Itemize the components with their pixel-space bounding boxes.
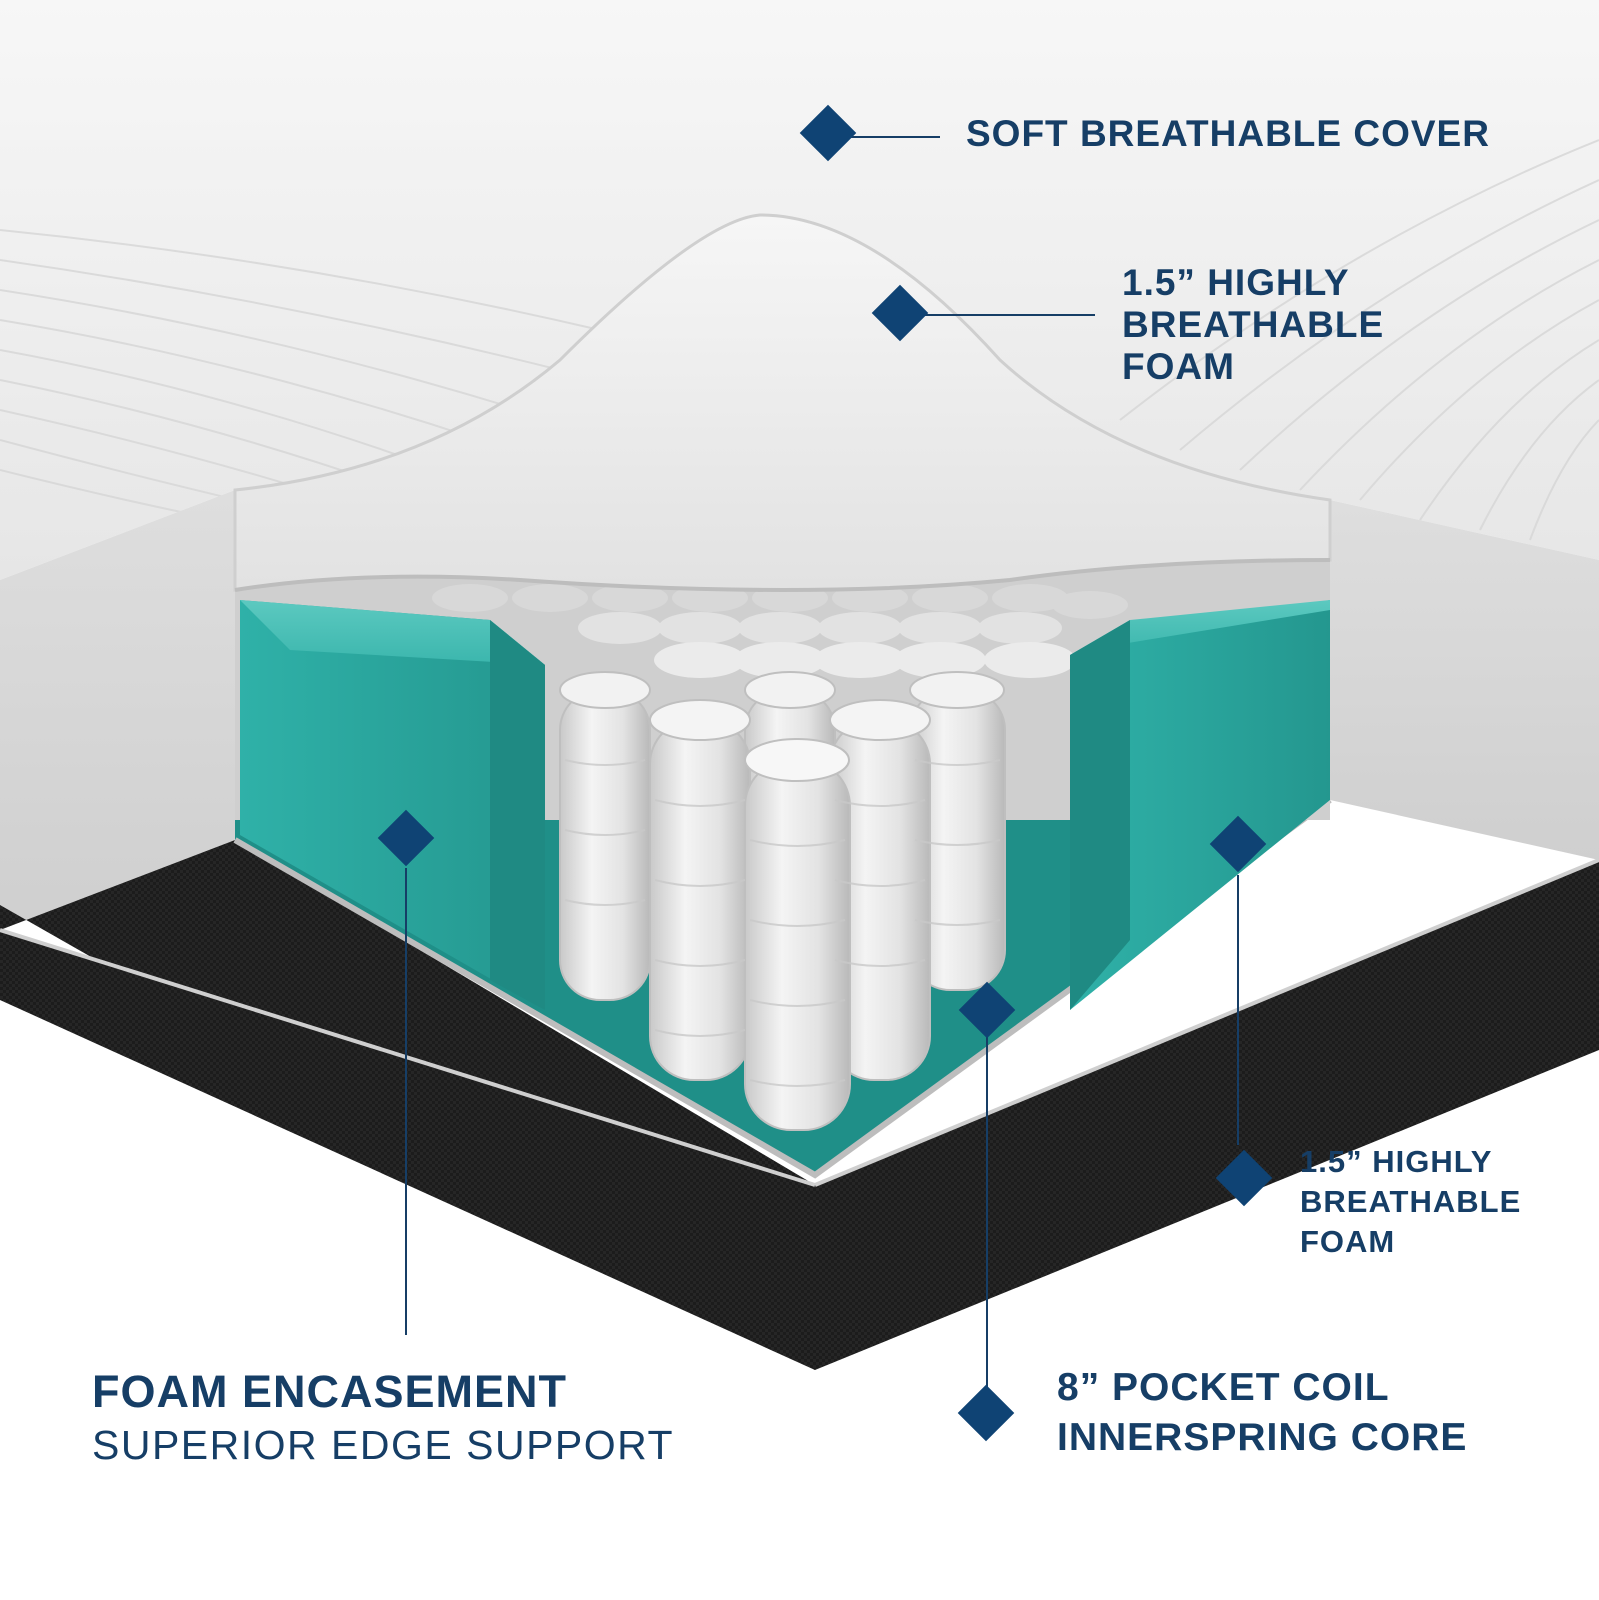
label-side-breathable-foam: 1.5” HIGHLY BREATHABLE FOAM xyxy=(1300,1142,1521,1262)
leader-lines xyxy=(405,136,1239,1395)
label-foam-encasement: FOAM ENCASEMENT SUPERIOR EDGE SUPPORT xyxy=(92,1365,674,1471)
foam-encasement-right xyxy=(1070,600,1330,1010)
label-line: SOFT BREATHABLE COVER xyxy=(966,113,1490,154)
diamond-marker-icon xyxy=(1215,1149,1273,1207)
peeled-foam-flap xyxy=(233,213,1332,592)
label-line: 1.5” HIGHLY xyxy=(1122,262,1350,303)
label-line: BREATHABLE xyxy=(1300,1184,1522,1219)
encasement-title: FOAM ENCASEMENT xyxy=(92,1366,567,1417)
label-pocket-coil-core: 8” POCKET COIL INNERSPRING CORE xyxy=(1057,1363,1467,1463)
diamond-marker-icon xyxy=(1209,815,1267,873)
label-line: FOAM xyxy=(1122,346,1235,387)
label-line: 8” POCKET COIL xyxy=(1057,1366,1390,1409)
diamond-marker-icon xyxy=(958,981,1016,1039)
diamond-marker-icon xyxy=(957,1384,1015,1442)
label-line: BREATHABLE xyxy=(1122,304,1385,345)
label-line: INNERSPRING CORE xyxy=(1057,1416,1468,1459)
label-line: FOAM xyxy=(1300,1224,1396,1259)
pocket-coils-front xyxy=(559,671,1006,1131)
foam-encasement-left xyxy=(240,600,545,1010)
encasement-subtitle: SUPERIOR EDGE SUPPORT xyxy=(92,1422,675,1468)
pocket-coils-back xyxy=(432,584,1128,678)
quilted-cover-texture xyxy=(0,139,1599,541)
label-top-breathable-foam: 1.5” HIGHLY BREATHABLE FOAM xyxy=(1122,262,1384,388)
label-line: 1.5” HIGHLY xyxy=(1300,1144,1493,1179)
label-soft-breathable-cover: SOFT BREATHABLE COVER xyxy=(966,112,1490,156)
